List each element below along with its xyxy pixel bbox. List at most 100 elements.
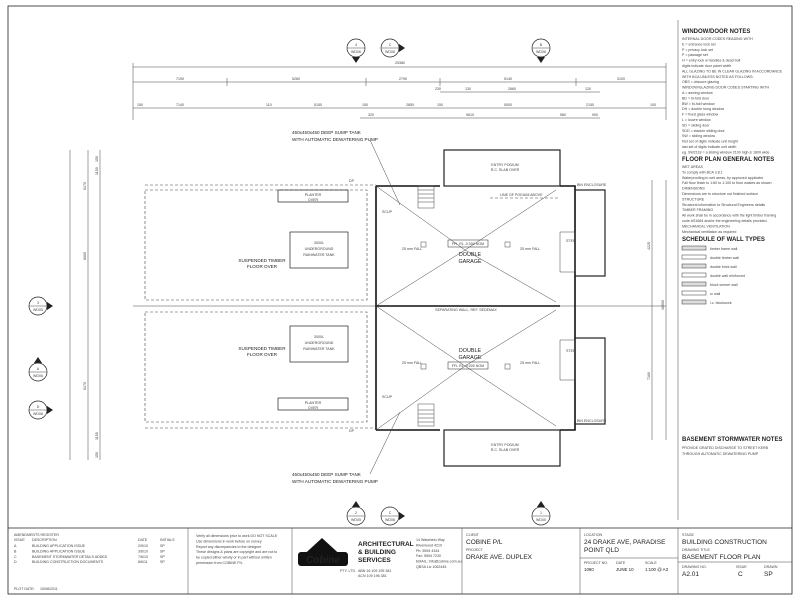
- stormwater-note-2: THROUGH AUTOMATIC DEWATERING PUMP: [682, 452, 759, 456]
- dim-top-3: 2790: [399, 77, 407, 81]
- wall-type-swatch: [681, 299, 707, 305]
- garage-bottom-label-1: DOUBLE: [459, 348, 482, 354]
- entry-podium-top-label-1: ENTRY PODIUM: [491, 163, 518, 167]
- revision-cell: BUILDING CONSTRUCTION DOCUMENTS: [32, 560, 104, 564]
- logo-text: Cobine: [306, 555, 340, 566]
- window-door-note-line: WINDOW/GLAZING DOOR CODES STARTING WITH: [682, 86, 770, 90]
- rainwater-tank-top-label-3: RAINWATER TANK: [303, 253, 335, 257]
- stormwater-note-1: PROVIDE GRATED DISCHARGE TO STREET KERB: [682, 446, 769, 450]
- floor-plan-note-line: Mechanical ventilation as required: [682, 230, 736, 234]
- dp-label-top: DP: [349, 179, 355, 183]
- dim-row2-3: 110: [266, 103, 272, 107]
- window-door-note-line: first set of digits indicate unit height: [682, 140, 738, 144]
- section-marker: 2 WD05: [346, 501, 366, 526]
- revision-cell: SP: [160, 560, 165, 564]
- dim-top-2: 5280: [292, 77, 300, 81]
- date-value: JUNE 10: [616, 567, 634, 572]
- garage-walls: [375, 185, 576, 431]
- revision-cell: 8/6/11: [138, 560, 148, 564]
- svg-text:WD05: WD05: [536, 518, 546, 522]
- section-marker: B WD06: [531, 38, 551, 63]
- floor-plan-notes-title: FLOOR PLAN GENERAL NOTES: [682, 157, 774, 163]
- issue-label: ISSUE: [736, 565, 747, 569]
- planter-bottom-label-2: OVER: [308, 406, 319, 410]
- floor-waste: [504, 241, 511, 248]
- revision-cell: SP: [160, 549, 165, 553]
- stormwater-notes-title: BASEMENT STORMWATER NOTES: [682, 437, 782, 443]
- wall-type-label: rc wall: [710, 292, 720, 296]
- floor-plan-note-line: TIMBER FRAMING: [682, 208, 713, 212]
- rev-header-date: DATE: [138, 538, 148, 542]
- drawing-title-label: DRAWING TITLE: [682, 548, 711, 552]
- svg-text:C: C: [389, 511, 392, 515]
- logo-sub: PTY. LTD.: [340, 569, 356, 573]
- fall-label-2: 25 mm FALL: [520, 247, 540, 251]
- window-door-note-line: OBS = obscure glazing: [682, 80, 719, 84]
- svg-text:WD06: WD06: [536, 50, 546, 54]
- dim-small-5: 320: [368, 113, 374, 117]
- drawing-no-label: DRAWING NO.: [682, 565, 707, 569]
- drawing-no: A2.01: [682, 571, 699, 578]
- wall-types-title: SCHEDULE OF WALL TYPES: [682, 237, 765, 243]
- floor-plan-note-line: Dimensions are to structure not finished…: [682, 192, 758, 196]
- planter-top-label-1: PLANTER: [305, 193, 322, 197]
- svg-text:3: 3: [37, 301, 39, 305]
- right-dimensions: 4225 16500 7160: [647, 180, 667, 440]
- dim-small-1: 230: [435, 87, 441, 91]
- svg-text:4: 4: [355, 43, 357, 47]
- dp-label-bottom: DP: [349, 429, 355, 433]
- dim-row2-2: 7140: [176, 103, 184, 107]
- sump-tank-top-2: WITH AUTOMATIC DEWATERING PUMP: [292, 137, 378, 142]
- client-label: CLIENT: [466, 533, 480, 537]
- fall-label-3: 25 mm FALL: [402, 361, 422, 365]
- bin-enclosure-top: [574, 189, 606, 277]
- title-block: AMENDMENTS REGISTER ISSUE DESCRIPTION DA…: [8, 527, 792, 594]
- svg-text:B: B: [540, 43, 543, 47]
- firm-address-line: Riverwood 4210: [416, 543, 442, 547]
- dim-row2-5: 150: [362, 103, 368, 107]
- section-marker: D WD06: [28, 400, 53, 420]
- revision-cell: SP: [160, 544, 165, 548]
- dim-small-6: 9610: [466, 113, 474, 117]
- wall-type-label: double timber wall: [710, 256, 739, 260]
- revision-cell: A: [14, 544, 17, 548]
- dim-row2-8: 5000: [504, 103, 512, 107]
- drawn-value: SP: [764, 571, 773, 578]
- revision-cell: 2/5/10: [138, 544, 148, 548]
- dim-left-5: 1150: [95, 432, 99, 440]
- dim-small-2: 130: [465, 87, 471, 91]
- wall-type-swatch: [681, 254, 707, 260]
- stair-bottom: [417, 403, 435, 427]
- floor-plan-note-line: All work shall be in accordance with the…: [682, 214, 776, 218]
- revision-cell: C: [14, 555, 17, 559]
- rainwater-tank-bottom-label-3: RAINWATER TANK: [303, 347, 335, 351]
- plot-date-label: PLOT DATE:: [14, 587, 35, 591]
- garage-bottom-label-2: GARAGE: [458, 355, 481, 361]
- dim-left-2: 8000: [83, 252, 87, 260]
- section-marker: 3 WD05: [28, 296, 53, 316]
- svg-text:WD06: WD06: [33, 374, 43, 378]
- floor-plan-note-line: To comply with BCA 3.8.1: [682, 170, 723, 174]
- revision-cell: SP: [160, 555, 165, 559]
- location-label: LOCATION: [584, 533, 603, 537]
- revision-cell: 3/6/10: [138, 549, 148, 553]
- project-no: 1090: [584, 567, 594, 572]
- ffl-bottom: FFL RL -0.000 NOM: [452, 364, 484, 368]
- dim-row2-1: 150: [137, 103, 143, 107]
- rainwater-tank-top: [289, 231, 349, 269]
- date-label: DATE: [616, 561, 626, 565]
- project-label: PROJECT: [466, 548, 484, 552]
- dim-left-3: 6170: [83, 382, 87, 390]
- rev-header-desc: DESCRIPTION: [32, 538, 57, 542]
- project-value: DRAKE AVE. DUPLEX: [466, 554, 533, 561]
- entry-podium-top: [443, 149, 561, 187]
- firm-address-line: Ph: 5594 4344: [416, 549, 439, 553]
- svg-text:WD06: WD06: [385, 50, 395, 54]
- floor-plan-note-line: code AS1684 and/or the engineering detai…: [682, 219, 768, 223]
- rainwater-tank-top-label-1: 3000L: [314, 241, 324, 245]
- dim-row2-6: 2850: [406, 103, 414, 107]
- firm-address-line: Fax: 5594 7230: [416, 554, 441, 558]
- floor-plan-note-line: STRUCTURE: [682, 197, 705, 201]
- sump-tank-top-1: 450x450x450 DEEP SUMP TANK: [292, 130, 362, 135]
